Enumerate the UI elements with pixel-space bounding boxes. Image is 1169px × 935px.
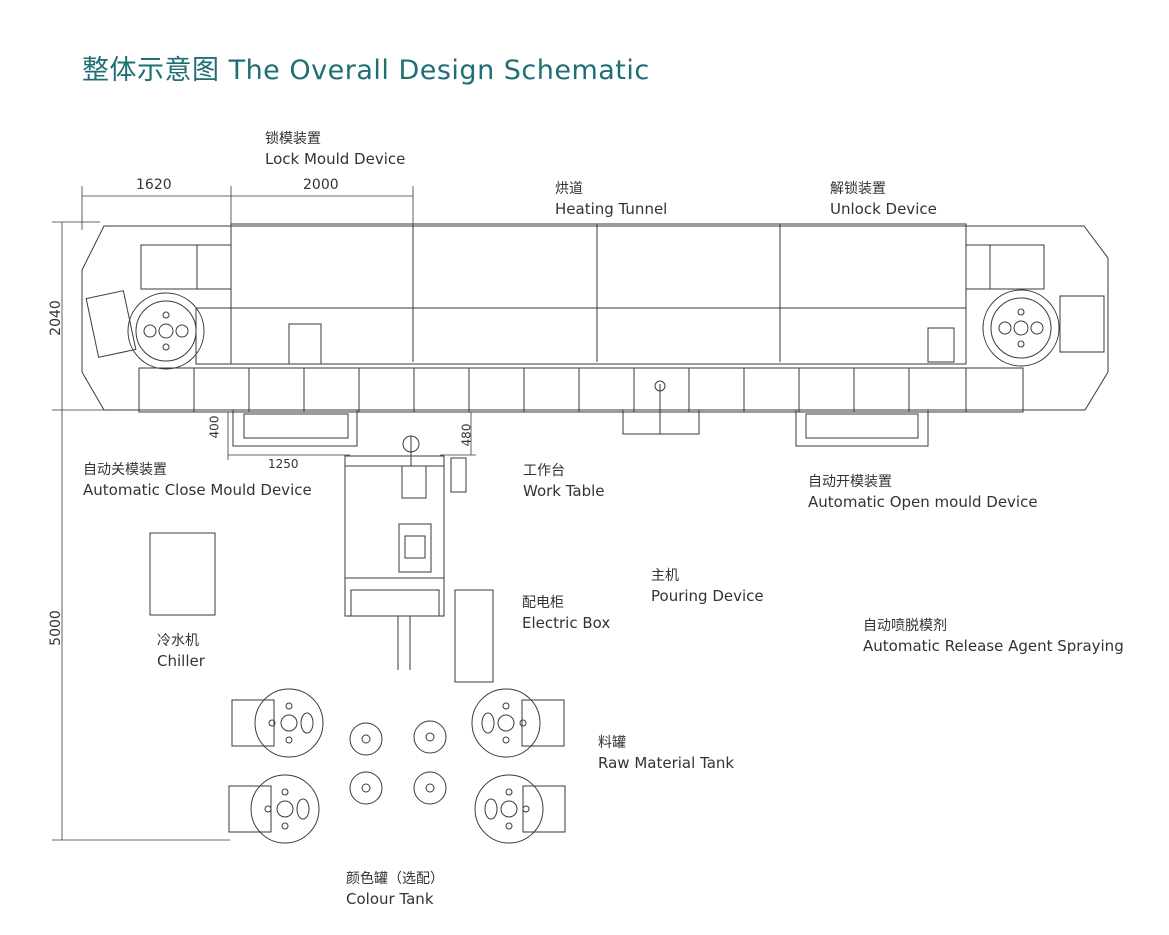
- label-zh: 自动开模装置: [808, 474, 892, 490]
- label-work-table: 工作台 Work Table: [523, 461, 605, 501]
- work-table-frame: [622, 380, 700, 435]
- label-en: Automatic Release Agent Spraying: [863, 637, 1124, 655]
- label-en: Work Table: [523, 482, 605, 500]
- heating-tunnel: [195, 223, 967, 365]
- label-electric-box: 配电柜 Electric Box: [522, 593, 610, 633]
- label-zh: 料罐: [598, 735, 626, 751]
- pouring-device: [344, 435, 467, 670]
- label-colour-tank: 颜色罐（选配） Colour Tank: [346, 869, 444, 909]
- label-zh: 冷水机: [157, 633, 199, 649]
- left-drive-unit: [85, 244, 232, 370]
- right-drive-unit: [927, 244, 1105, 367]
- label-zh: 颜色罐（选配）: [346, 871, 444, 887]
- label-zh: 工作台: [523, 463, 565, 479]
- label-zh: 解锁装置: [830, 181, 886, 197]
- label-automatic-open-mould-device: 自动开模装置 Automatic Open mould Device: [808, 472, 1038, 512]
- label-unlock-device: 解锁装置 Unlock Device: [830, 179, 937, 219]
- electric-box: [454, 589, 494, 683]
- colour-tanks: [349, 720, 447, 805]
- dimension-1250: 1250: [268, 457, 299, 471]
- label-raw-material-tank: 料罐 Raw Material Tank: [598, 733, 734, 773]
- label-zh: 自动喷脱模剂: [863, 618, 947, 634]
- label-zh: 自动关模装置: [83, 462, 167, 478]
- raw-material-tanks: [228, 688, 566, 844]
- label-release-agent-spraying: 自动喷脱模剂 Automatic Release Agent Spraying: [863, 616, 1124, 656]
- label-lock-mould-device: 锁模装置 Lock Mould Device: [265, 129, 405, 169]
- close-mould-frame: [232, 409, 358, 447]
- dimension-2000: 2000: [303, 177, 339, 193]
- label-en: Heating Tunnel: [555, 200, 668, 218]
- label-heating-tunnel: 烘道 Heating Tunnel: [555, 179, 667, 219]
- line-outline: [81, 225, 1109, 411]
- label-en: Electric Box: [522, 614, 611, 632]
- label-pouring-device: 主机 Pouring Device: [651, 566, 764, 606]
- chiller: [149, 532, 216, 616]
- label-en: Pouring Device: [651, 587, 764, 605]
- dimension-lines: [52, 186, 476, 841]
- label-en: Lock Mould Device: [265, 150, 406, 168]
- label-zh: 烘道: [555, 181, 583, 197]
- label-en: Automatic Open mould Device: [808, 493, 1038, 511]
- label-en: Raw Material Tank: [598, 754, 735, 772]
- label-automatic-close-mould-device: 自动关模装置 Automatic Close Mould Device: [83, 460, 312, 500]
- page-title: 整体示意图 The Overall Design Schematic: [82, 55, 650, 86]
- label-en: Colour Tank: [346, 890, 434, 908]
- label-chiller: 冷水机 Chiller: [157, 631, 205, 671]
- label-en: Chiller: [157, 652, 205, 670]
- mould-conveyor: [138, 367, 1024, 413]
- open-mould-frame: [795, 409, 929, 447]
- label-en: Unlock Device: [830, 200, 937, 218]
- lock-mould-box: [288, 323, 322, 365]
- label-zh: 锁模装置: [265, 131, 321, 147]
- label-en: Automatic Close Mould Device: [83, 481, 312, 499]
- dimension-1620: 1620: [136, 177, 172, 193]
- label-zh: 主机: [651, 568, 679, 584]
- label-zh: 配电柜: [522, 595, 564, 611]
